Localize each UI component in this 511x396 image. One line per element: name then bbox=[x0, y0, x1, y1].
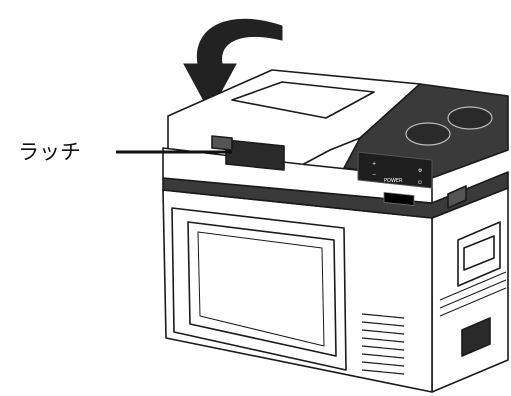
control-power-symbol: ⏻ bbox=[418, 180, 422, 186]
control-set-symbol: ⚙ bbox=[418, 168, 423, 174]
control-minus: − bbox=[372, 172, 376, 178]
latch-hinge bbox=[212, 136, 232, 150]
cooler-front-face bbox=[163, 190, 432, 392]
latch bbox=[226, 140, 284, 170]
cup-holder-left bbox=[406, 123, 450, 145]
cup-holder-right bbox=[448, 107, 492, 129]
cooler-side-face bbox=[432, 188, 508, 392]
callout-label: ラッチ bbox=[18, 140, 81, 164]
cooler bbox=[163, 70, 508, 392]
control-power-label: POWER bbox=[384, 178, 403, 184]
control-plus: + bbox=[372, 161, 376, 167]
